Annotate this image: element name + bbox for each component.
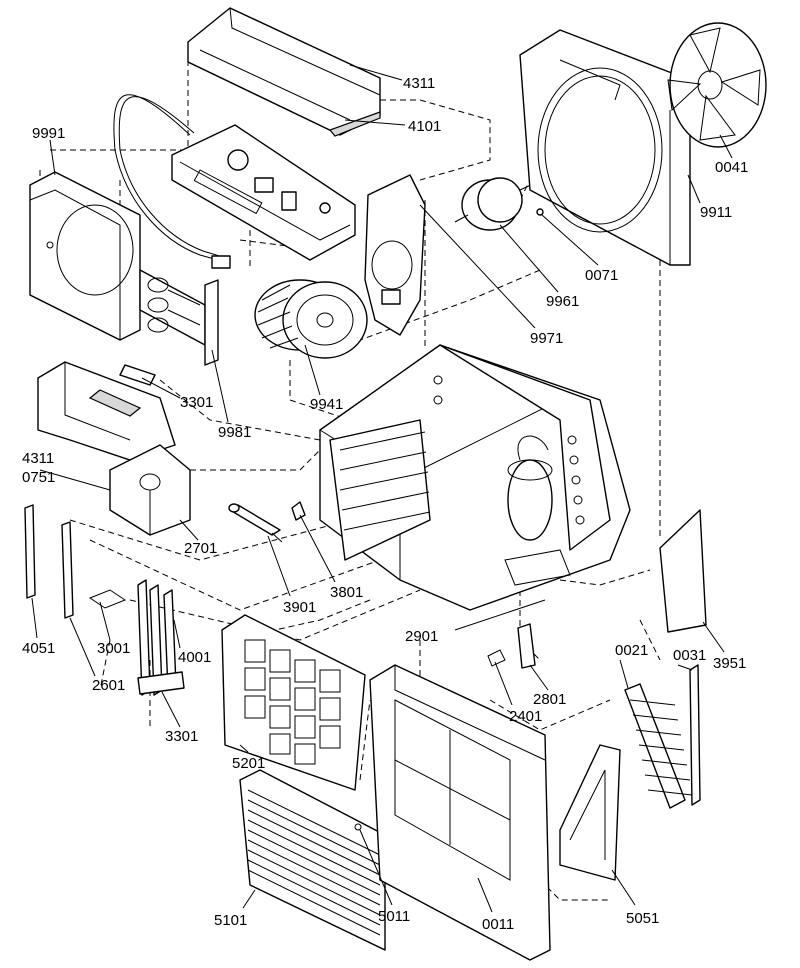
callout-0021: 0021 — [615, 642, 648, 659]
callout-9911: 9911 — [700, 204, 732, 221]
top-cover-assembly — [187, 7, 381, 137]
callout-2401: 2401 — [509, 708, 542, 725]
callout-4001: 2601 — [92, 677, 125, 694]
drain-pan-bracket — [109, 444, 191, 536]
callout-4311-top: 4311 — [403, 75, 435, 92]
callout-9971: 9971 — [530, 330, 563, 347]
blower-scroll — [364, 174, 426, 336]
front-bulkhead — [29, 171, 141, 341]
callout-3301-top: 3301 — [180, 394, 213, 411]
control-box — [113, 94, 356, 269]
blower-wheel — [254, 279, 368, 359]
air-filter — [221, 614, 366, 791]
louver-assembly — [624, 664, 701, 809]
callout-3951: 3951 — [713, 655, 746, 672]
callout-0011: 0011 — [482, 916, 514, 933]
side-panel — [659, 509, 707, 633]
callout-2601: 2801 — [533, 691, 566, 708]
capacitor-clip — [291, 501, 306, 521]
callout-2701: 2701 — [184, 540, 217, 557]
callout-3301-bottom: 3301 — [165, 728, 198, 745]
callout-5051: 5051 — [626, 910, 659, 927]
callout-3901: 3901 — [283, 599, 316, 616]
callout-3801: 3801 — [330, 584, 363, 601]
front-grille — [239, 769, 386, 951]
callout-4101: 4101 — [408, 118, 441, 135]
callout-2901: 4001 — [178, 649, 211, 666]
callout-9991: 9991 — [32, 125, 65, 142]
callout-0031: 0031 — [673, 647, 706, 664]
callout-4051: 4051 — [22, 640, 55, 657]
callout-9981: 9981 — [218, 424, 251, 441]
side-curtain — [559, 744, 621, 881]
capacitor — [228, 503, 283, 543]
fan-shroud — [519, 29, 691, 266]
callout-9961: 9961 — [546, 293, 579, 310]
callout-0041: 0041 — [715, 159, 748, 176]
side-seals — [24, 504, 74, 619]
condenser-fan-blade — [667, 22, 767, 148]
callout-4311-left: 4311 — [22, 450, 54, 467]
callout-5201: 5201 — [232, 755, 265, 772]
fan-motor — [454, 177, 544, 231]
callout-5011: 5011 — [378, 908, 410, 925]
callout-labels: 4311 4101 9991 0041 9911 0071 9961 9971 … — [22, 75, 748, 933]
callout-0751: 0751 — [22, 469, 55, 486]
base-chassis — [319, 344, 631, 611]
front-frame — [369, 664, 551, 961]
thermostat-bracket — [487, 623, 536, 669]
callout-leaders — [31, 64, 733, 913]
callout-2801: 2901 — [405, 628, 438, 645]
callout-3001: 3001 — [97, 640, 130, 657]
heater-element — [139, 269, 219, 366]
callout-0071: 0071 — [585, 267, 618, 284]
callout-9941: 9941 — [310, 396, 343, 413]
callout-5101: 5101 — [214, 912, 247, 929]
switch-bracket — [88, 364, 185, 696]
